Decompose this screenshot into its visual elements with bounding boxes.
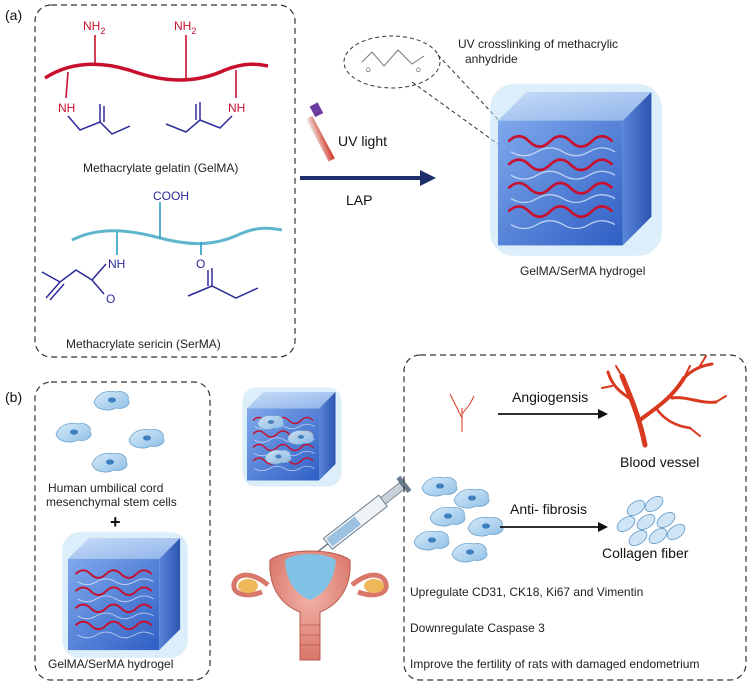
plus-sign: +: [110, 512, 121, 532]
blood-vessel-icon: [601, 355, 727, 448]
hydrogel-caption-b: GelMA/SerMA hydrogel: [48, 657, 173, 671]
hydrogel-cube-a: [488, 82, 664, 258]
cells-line2: mesenchymal stem cells: [46, 495, 177, 509]
serma-o-carbonyl: O: [106, 292, 115, 306]
panel-b-tag: (b): [5, 389, 22, 405]
uterus-icon: [231, 550, 389, 661]
fibrosis-cells-group: [413, 476, 504, 563]
serma-cooh: COOH: [153, 189, 189, 203]
uv-light-label: UV light: [338, 133, 387, 149]
gelma-backbone: [44, 62, 269, 82]
hydrogel-cube-b-middle: [241, 386, 343, 488]
gelma-nh-left: NH: [58, 101, 75, 115]
outcome-1: Upregulate CD31, CK18, Ki67 and Vimentin: [410, 585, 643, 599]
gelma-nh2-left: NH2: [83, 19, 105, 36]
collagen-fiber-label: Collagen fiber: [602, 545, 689, 561]
collagen-fiber-icon: [616, 496, 686, 546]
serma-structure: COOH NH O O Methacrylate sericin (SerMA): [41, 189, 283, 351]
angiogenesis-arrow: [498, 409, 608, 419]
serma-backbone: [71, 226, 283, 246]
small-vessel-icon: [449, 393, 475, 432]
hydrogel-cube-b-left: [61, 531, 189, 659]
gelma-methacrylate-right: [165, 115, 233, 133]
panel-b-right-box: [403, 354, 747, 681]
panel-a-tag: (a): [5, 7, 22, 23]
syringe-icon: [303, 475, 412, 563]
anti-fibrosis-arrow: [500, 522, 608, 532]
serma-caption: Methacrylate sericin (SerMA): [66, 337, 221, 351]
serma-o-ring: O: [196, 257, 205, 271]
blood-vessel-label: Blood vessel: [620, 454, 699, 470]
outcome-3: Improve the fertility of rats with damag…: [410, 657, 699, 671]
serma-methacrylate-left: [41, 263, 107, 283]
gelma-caption: Methacrylate gelatin (GelMA): [83, 161, 238, 175]
gelma-methacrylate-left: [67, 115, 131, 135]
hydrogel-caption-a: GelMA/SerMA hydrogel: [520, 264, 645, 278]
gelma-structure: NH2 NH2 NH NH Methacrylate gelatin (GelM…: [44, 19, 269, 175]
uv-light-icon: [306, 102, 335, 162]
crosslink-note-line1: UV crosslinking of methacrylic: [458, 37, 618, 51]
svg-text:O: O: [416, 68, 421, 74]
panel-a-polymer-box: [34, 4, 296, 358]
serma-nh: NH: [108, 257, 125, 271]
anti-fibrosis-label: Anti- fibrosis: [510, 501, 587, 517]
crosslink-note-line2: anhydride: [465, 52, 518, 66]
panel-b-left-box: [34, 381, 211, 681]
gelma-nh2-right: NH2: [174, 19, 196, 36]
gelma-nh-right: NH: [228, 101, 245, 115]
outcome-2: Downregulate Caspase 3: [410, 621, 545, 635]
cells-line1: Human umbilical cord: [48, 481, 163, 495]
serma-methacrylate-right: [187, 285, 259, 299]
stem-cells-group: [55, 390, 165, 473]
reaction-arrow: [300, 170, 436, 186]
lap-label: LAP: [346, 192, 372, 208]
angiogenesis-label: Angiogensis: [512, 389, 588, 405]
svg-text:O: O: [366, 68, 371, 74]
